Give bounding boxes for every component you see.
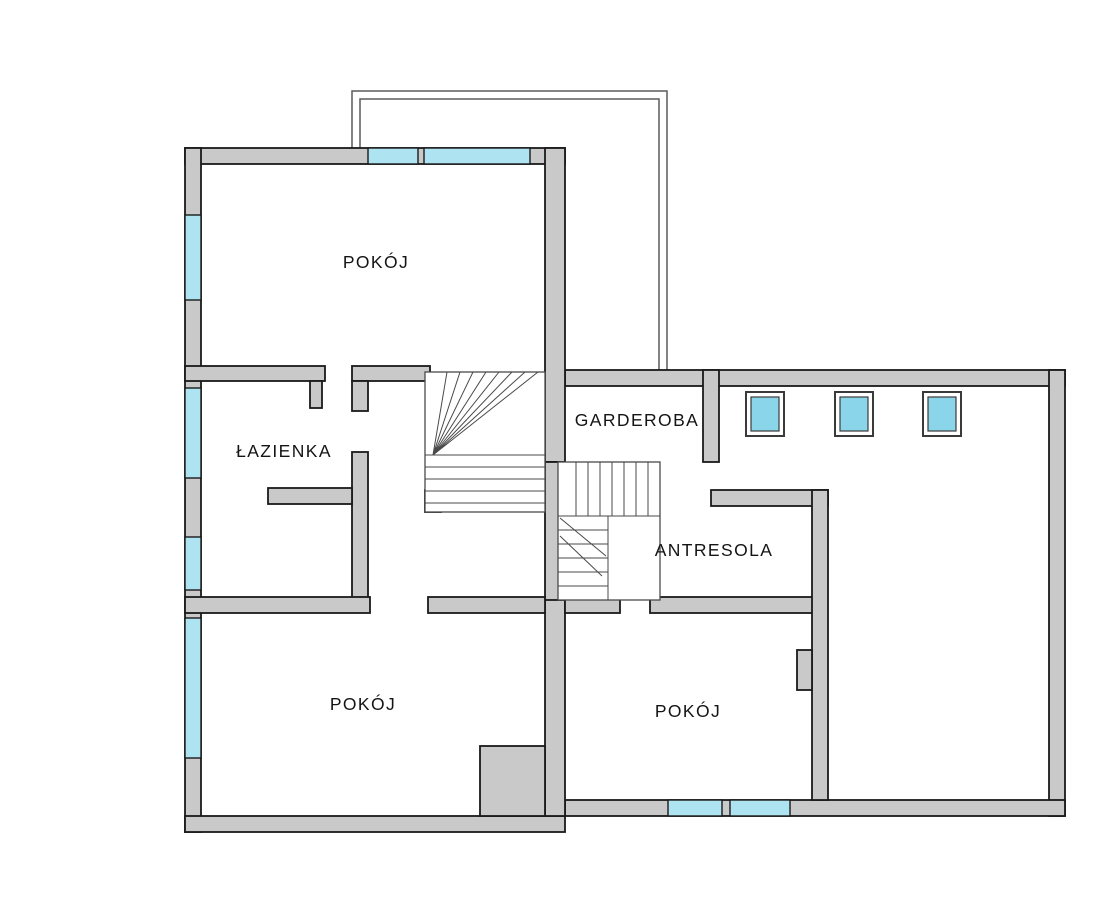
staircase-step-lines: [558, 462, 660, 600]
staircase-fan-lines: [432, 371, 539, 456]
room-labels: POKÓJ ŁAZIENKA GARDEROBA ANTRESOLA POKÓJ…: [236, 251, 774, 721]
wall-segment: [564, 369, 1066, 387]
window: [184, 536, 202, 591]
chimney-block: [479, 745, 546, 817]
staircase-outline: [557, 461, 661, 601]
skylight-window: [745, 391, 785, 437]
wall-segment: [544, 147, 566, 463]
room-label-antresola: ANTRESOLA: [655, 540, 774, 560]
wall-segment: [649, 596, 814, 614]
wall-segment: [184, 815, 566, 833]
balcony-outline: [351, 90, 668, 372]
wall-segment: [351, 365, 431, 382]
wall-segment: [564, 799, 1066, 817]
staircase-winder-lines: [559, 517, 607, 577]
skylight-window: [922, 391, 962, 437]
wall-segment: [427, 596, 546, 614]
balcony-outer-line: [351, 90, 668, 372]
window: [184, 214, 202, 301]
staircase-step-lines: [425, 454, 545, 504]
staircase-lower: [557, 461, 661, 601]
window: [729, 799, 791, 817]
wall-segment: [796, 649, 813, 691]
room-label-pokoj-bottom-left: POKÓJ: [330, 693, 396, 714]
wall-segment: [811, 489, 829, 801]
wall-segment: [351, 380, 369, 412]
room-label-pokoj-bottom-middle: POKÓJ: [655, 700, 721, 721]
room-label-garderoba: GARDEROBA: [575, 410, 699, 430]
window: [367, 147, 419, 165]
wall-segment: [1048, 369, 1066, 817]
wall-segment: [710, 489, 829, 507]
wall-segment: [309, 380, 323, 409]
windows: [184, 147, 791, 817]
window: [184, 617, 202, 759]
wall-segment: [702, 369, 720, 463]
window: [423, 147, 531, 165]
staircase-upper: [424, 371, 546, 513]
wall-segment: [184, 596, 371, 614]
wall-segment: [351, 451, 369, 601]
wall-segment: [267, 487, 353, 505]
wall-segment: [544, 599, 566, 817]
skylight-window: [834, 391, 874, 437]
room-label-lazienka: ŁAZIENKA: [236, 441, 332, 461]
room-label-pokoj-top: POKÓJ: [343, 251, 409, 272]
skylights: [745, 391, 962, 437]
balcony-inner-line: [359, 98, 660, 372]
window: [184, 387, 202, 479]
window: [667, 799, 723, 817]
wall-segment: [184, 365, 326, 382]
